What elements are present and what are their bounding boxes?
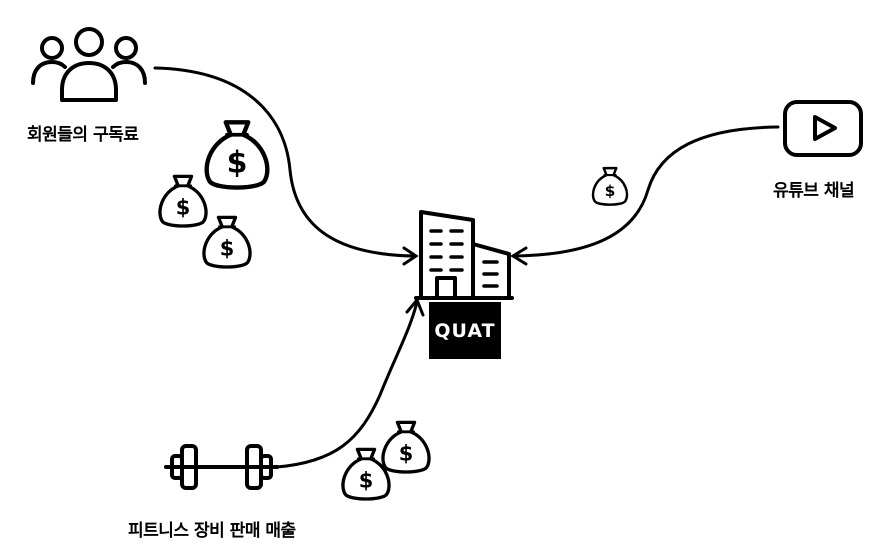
svg-text:$: $	[359, 468, 374, 492]
fitness-equipment-sales-label: 피트니스 장비 판매 매출	[128, 521, 296, 541]
money-bag-icon: $	[341, 447, 391, 501]
money-bag-icon: $	[158, 174, 208, 228]
flow-arrow-members	[153, 66, 419, 266]
money-bag-icon: $	[381, 420, 431, 474]
office-building-icon	[414, 210, 514, 300]
members-subscription-label: 회원들의 구독료	[27, 125, 139, 145]
svg-text:$: $	[605, 182, 616, 200]
logo-text: QUAT	[434, 320, 495, 342]
play-button-icon	[783, 100, 863, 157]
people-group-icon	[31, 27, 147, 102]
dumbbell-icon	[164, 444, 279, 490]
svg-text:$: $	[399, 441, 414, 465]
money-bag-icon: $	[207, 122, 268, 187]
svg-text:$: $	[220, 236, 235, 260]
money-bag-icon: $	[202, 215, 252, 269]
money-bag-icon: $	[591, 166, 629, 206]
svg-text:$: $	[176, 195, 191, 219]
flow-arrow-youtube	[510, 125, 780, 266]
youtube-channel-label: 유튜브 채널	[773, 181, 855, 201]
company-logo: QUAT	[429, 302, 501, 359]
flow-arrow-fitness	[275, 297, 425, 469]
svg-text:$: $	[227, 145, 248, 180]
